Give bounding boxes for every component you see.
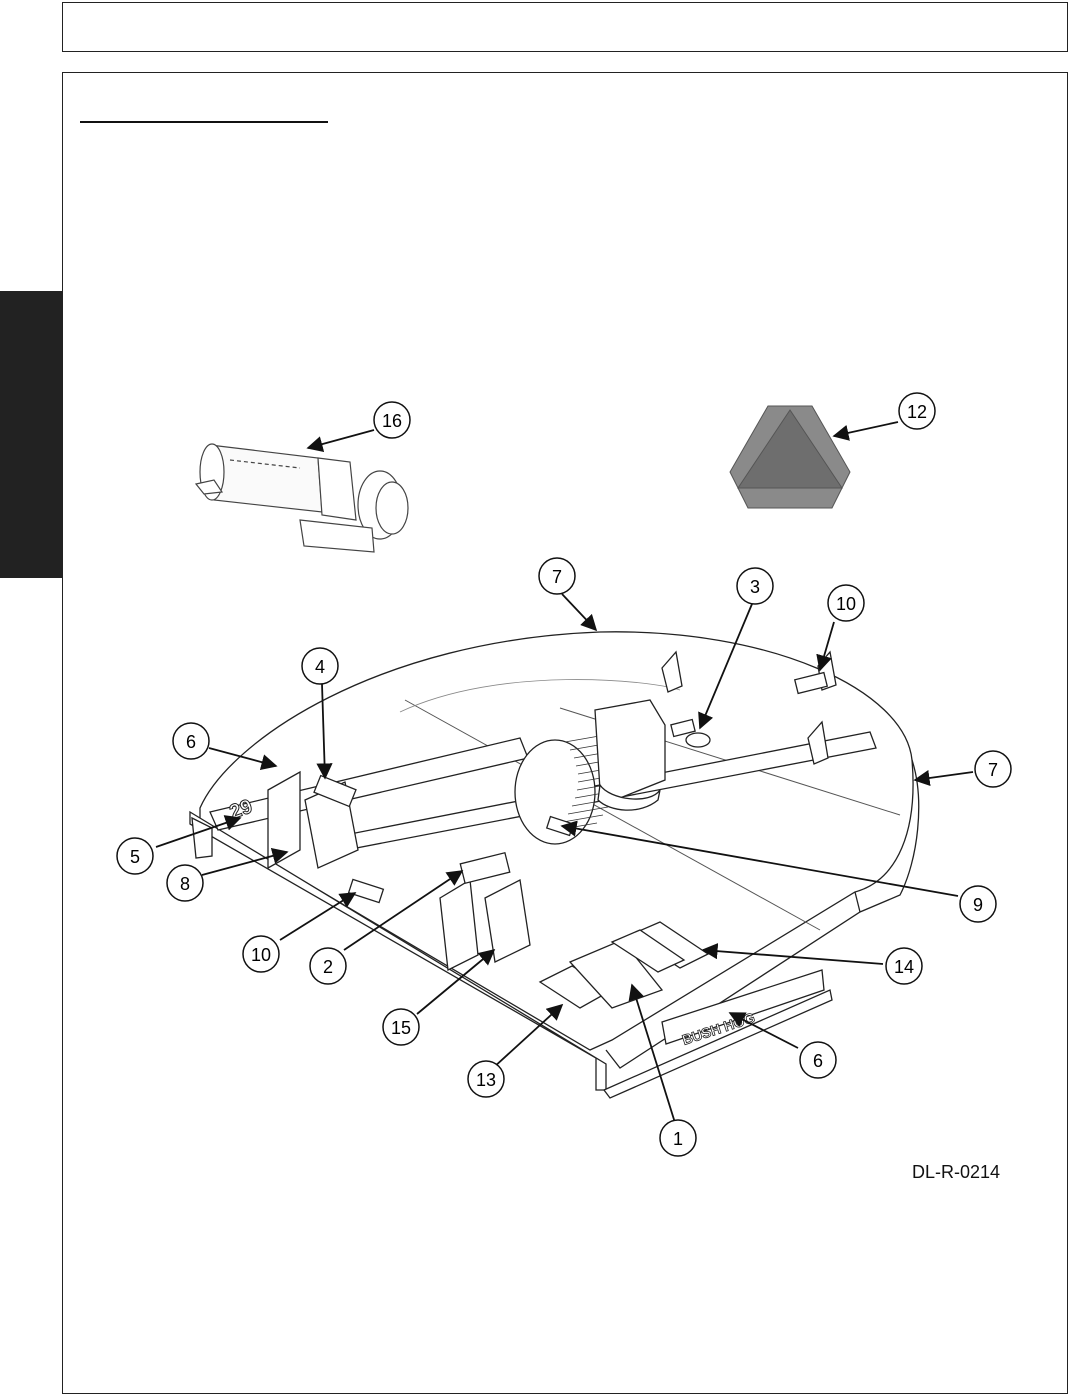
callout-10-top: 10 <box>827 584 865 622</box>
callout-4: 4 <box>301 647 339 685</box>
header-box <box>62 2 1068 52</box>
callout-6-front: 6 <box>799 1041 837 1079</box>
leader-arrows <box>155 421 974 1127</box>
svg-text:10: 10 <box>251 945 271 965</box>
callout-10-front: 10 <box>242 935 280 973</box>
svg-text:15: 15 <box>391 1018 411 1038</box>
callout-1: 1 <box>659 1119 697 1157</box>
svg-text:3: 3 <box>750 577 760 597</box>
smv-sign-drawing <box>729 405 851 509</box>
callout-13: 13 <box>467 1060 505 1098</box>
callout-3: 3 <box>736 567 774 605</box>
svg-text:16: 16 <box>382 411 402 431</box>
callout-5: 5 <box>116 837 154 875</box>
svg-text:1: 1 <box>673 1129 683 1149</box>
callout-14: 14 <box>885 947 923 985</box>
content-box <box>62 72 1068 1394</box>
svg-text:14: 14 <box>894 957 914 977</box>
section-side-tab <box>0 291 62 578</box>
svg-text:4: 4 <box>315 657 325 677</box>
svg-text:9: 9 <box>973 895 983 915</box>
callout-16: 16 <box>373 401 411 439</box>
mower-deck-drawing <box>189 631 920 1099</box>
svg-text:7: 7 <box>552 567 562 587</box>
callout-15: 15 <box>382 1008 420 1046</box>
svg-text:5: 5 <box>130 847 140 867</box>
callout-2: 2 <box>309 947 347 985</box>
svg-text:13: 13 <box>476 1070 496 1090</box>
svg-text:8: 8 <box>180 874 190 894</box>
figure-id-label: DL-R-0214 <box>912 1162 1001 1182</box>
callout-8: 8 <box>166 864 204 902</box>
svg-text:2: 2 <box>323 957 333 977</box>
callout-7-top: 7 <box>538 557 576 595</box>
callout-7-side: 7 <box>974 750 1012 788</box>
svg-text:12: 12 <box>907 402 927 422</box>
callout-9: 9 <box>959 885 997 923</box>
section-heading-rule <box>80 121 328 123</box>
callout-6-rear: 6 <box>172 722 210 760</box>
svg-text:7: 7 <box>988 760 998 780</box>
svg-text:6: 6 <box>186 732 196 752</box>
pto-shield-drawing <box>194 443 409 553</box>
callout-12: 12 <box>898 392 936 430</box>
callout-bubbles: 16 12 7 3 10 4 6 7 5 8 9 10 2 14 15 <box>116 392 1012 1157</box>
svg-text:10: 10 <box>836 594 856 614</box>
svg-text:6: 6 <box>813 1051 823 1071</box>
